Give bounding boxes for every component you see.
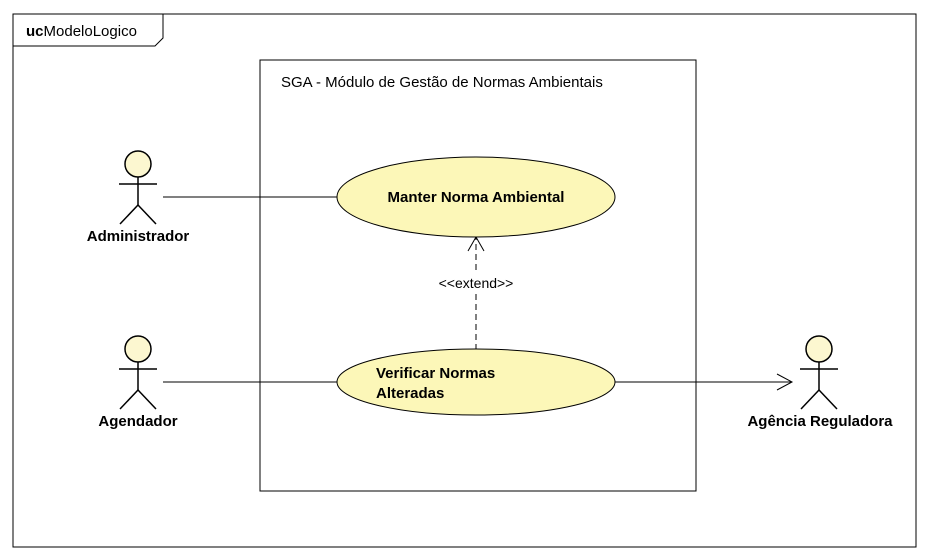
actor-right-leg	[137, 204, 157, 225]
actor-head	[805, 335, 833, 363]
actor-administrador-label: Administrador	[87, 228, 190, 245]
actor-head	[124, 335, 152, 363]
system-title: SGA - Módulo de Gestão de Normas Ambient…	[281, 74, 603, 91]
actor-agendador-label: Agendador	[98, 413, 177, 430]
extend-label-bg	[428, 272, 524, 294]
use-case-verificar-label-line2: Alteradas	[376, 385, 444, 402]
use-case-manter-label: Manter Norma Ambiental	[388, 189, 565, 206]
actor-head	[124, 150, 152, 178]
actor-right-leg	[137, 389, 157, 410]
frame-title: ucModeloLogico	[26, 23, 137, 40]
actor-agencia-reguladora[interactable]	[800, 335, 838, 410]
actor-right-leg	[818, 389, 838, 410]
actor-administrador[interactable]	[119, 150, 157, 225]
use-case-manter-norma[interactable]	[336, 156, 616, 238]
actor-left-leg	[119, 204, 139, 225]
frame-keyword: uc	[26, 23, 44, 40]
frame-name: ModeloLogico	[44, 23, 137, 40]
association-arrowhead	[776, 373, 794, 391]
actor-agencia-label: Agência Reguladora	[747, 413, 893, 430]
extend-label: <<extend>>	[439, 275, 514, 291]
frame-tab	[13, 14, 164, 47]
use-case-verificar-normas[interactable]	[336, 348, 616, 416]
actor-agendador[interactable]	[119, 335, 157, 410]
actor-left-leg	[119, 389, 139, 410]
use-case-verificar-label-line1: Verificar Normas	[376, 365, 495, 382]
actor-left-leg	[800, 389, 820, 410]
